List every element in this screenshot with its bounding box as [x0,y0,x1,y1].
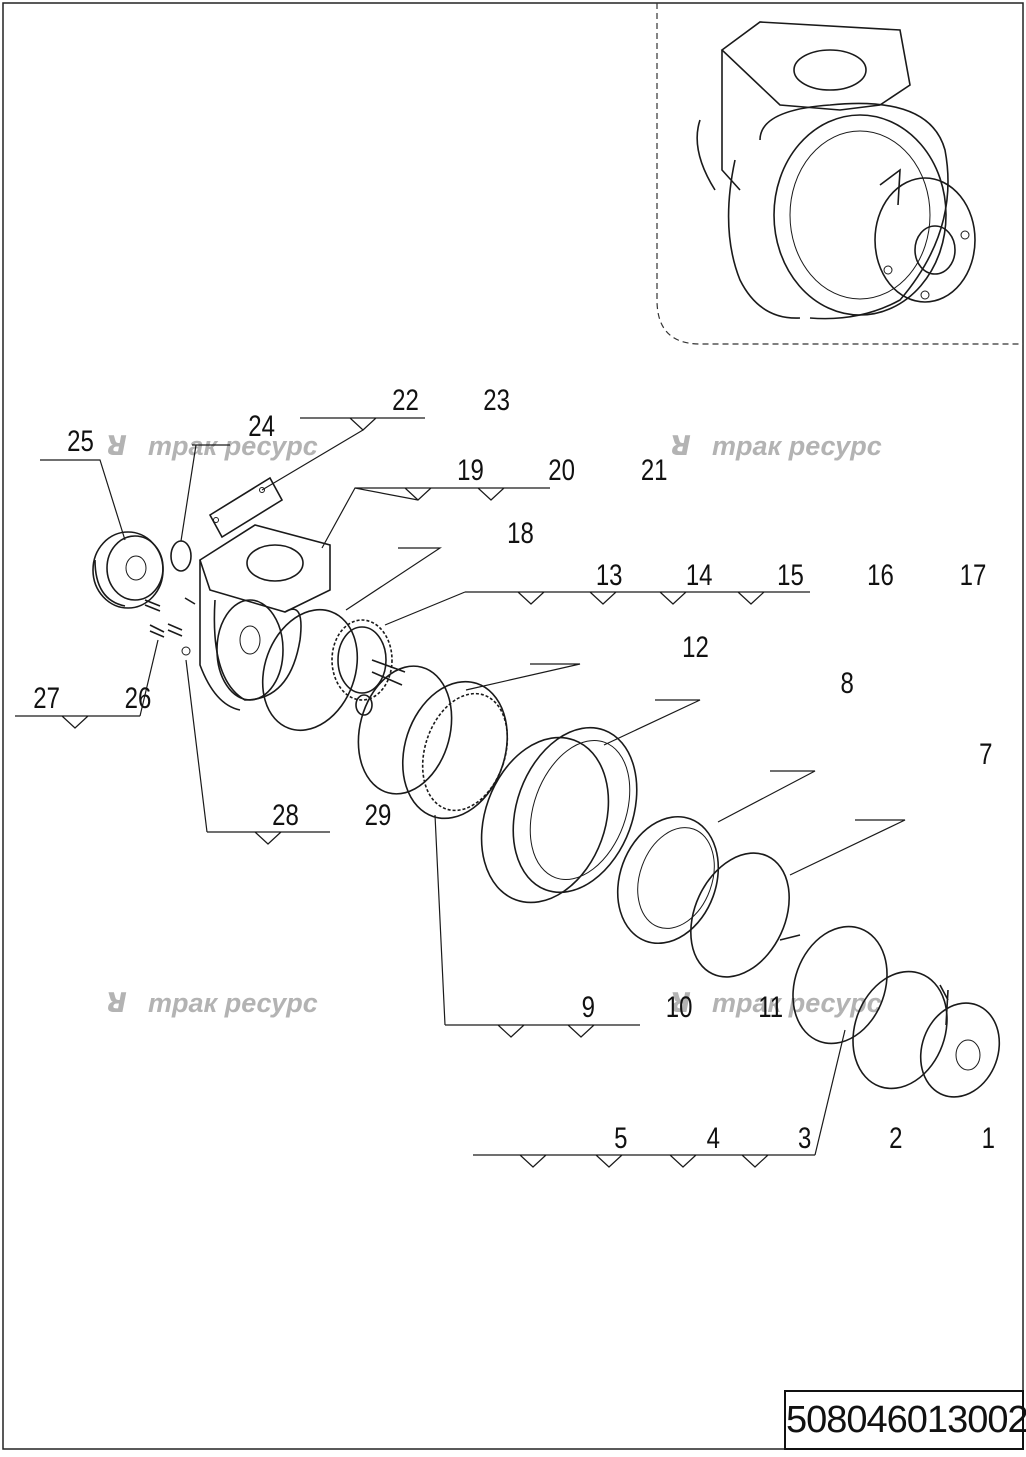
parts-26-29-screws [144,597,196,656]
callout-11: 11 [758,989,783,1023]
callout-22: 22 [392,382,419,416]
callout-23: 23 [483,382,510,416]
callout-12: 12 [682,629,709,663]
watermark-top-left: ꓤ трак ресурс [106,431,318,461]
callout-2: 2 [889,1120,902,1154]
svg-text:ꓤ: ꓤ [106,988,127,1018]
watermark-text: трак ресурс [712,988,882,1018]
part-22-cover-plate [208,476,284,539]
part-12-ring [357,665,453,795]
watermark-text: трак ресурс [148,431,318,461]
callout-21: 21 [641,452,668,486]
svg-text:ꓤ: ꓤ [670,431,691,461]
leader-lines [15,417,906,1168]
part-18-seal-ring [261,608,359,732]
callout-29: 29 [365,797,392,831]
watermark-top-right: ꓤ трак ресурс [670,431,882,461]
watermark-text: трак ресурс [712,431,882,461]
callout-3: 3 [798,1120,811,1154]
callout-13: 13 [596,557,623,591]
part-13-gear [331,619,406,716]
callout-16: 16 [867,557,894,591]
callout-8: 8 [840,665,853,699]
callout-20: 20 [548,452,575,486]
callout-19: 19 [457,452,484,486]
callout-24: 24 [248,408,275,442]
drawing-number: 508046013002 [784,1390,1026,1450]
callout-18: 18 [507,515,534,549]
svg-text:ꓤ: ꓤ [670,988,691,1018]
callout-28: 28 [272,797,299,831]
callout-17: 17 [960,557,987,591]
callout-27: 27 [33,680,60,714]
part-25-cap [92,531,164,609]
part-24-o-ring [170,540,192,572]
callout-4: 4 [707,1120,720,1154]
part-7-bearing [616,815,720,945]
watermark-bottom-left: ꓤ трак ресурс [106,988,318,1018]
callout-15: 15 [777,557,804,591]
callout-14: 14 [686,557,713,591]
callout-10: 10 [666,989,693,1023]
part-6-retaining-ring [690,852,790,978]
svg-text:ꓤ: ꓤ [106,431,127,461]
callout-numbers: 25 24 22 23 19 20 21 18 13 14 15 16 17 1… [33,382,995,1154]
part-19-gear-housing [199,524,331,711]
callout-1: 1 [982,1120,995,1154]
callout-9: 9 [582,989,595,1023]
watermark-bottom-right: ꓤ трак ресурс [670,988,882,1018]
callout-5: 5 [614,1120,627,1154]
part-9-ring-gear [401,680,509,820]
callout-25: 25 [67,423,94,457]
callout-7: 7 [979,736,992,770]
assembled-view-frame [656,3,1023,345]
part-8-wheel-tyre [480,726,638,904]
part-1-motor [779,925,1001,1098]
watermark-text: трак ресурс [148,988,318,1018]
assembled-drive-unit [696,21,976,320]
callout-26: 26 [125,680,152,714]
